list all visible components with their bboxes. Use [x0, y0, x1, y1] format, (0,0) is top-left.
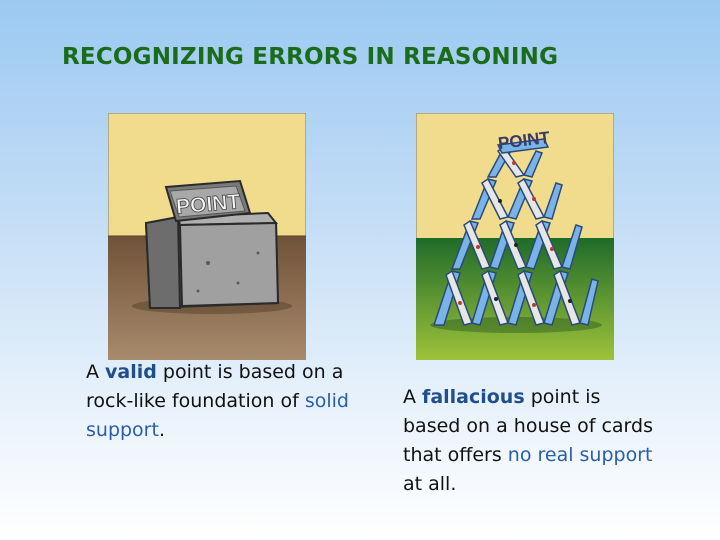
caption-text: A	[403, 386, 423, 408]
rock-foundation-illustration: POINT	[108, 113, 306, 360]
caption-text: at all.	[403, 473, 457, 495]
fallacious-keyword: fallacious	[422, 386, 525, 408]
left-point-label: POINT	[175, 190, 241, 219]
caption-text: .	[158, 419, 165, 441]
valid-keyword: valid	[105, 361, 157, 383]
caption-text: A	[86, 361, 106, 383]
caption-text: point is based on a rock-like foundation…	[86, 361, 344, 412]
card-pyramid	[432, 138, 599, 326]
caption-text: point is based on a house of cards that …	[403, 386, 653, 466]
solid-support-phrase: solid support	[86, 390, 349, 441]
fallacious-point-caption: A fallacious point is based on a house o…	[403, 383, 663, 499]
slide-title: RECOGNIZING ERRORS IN REASONING	[62, 44, 559, 70]
valid-point-caption: A valid point is based on a rock-like fo…	[86, 358, 376, 445]
no-real-support-phrase: no real support	[507, 444, 653, 466]
house-of-cards-illustration: POINT	[416, 113, 614, 360]
